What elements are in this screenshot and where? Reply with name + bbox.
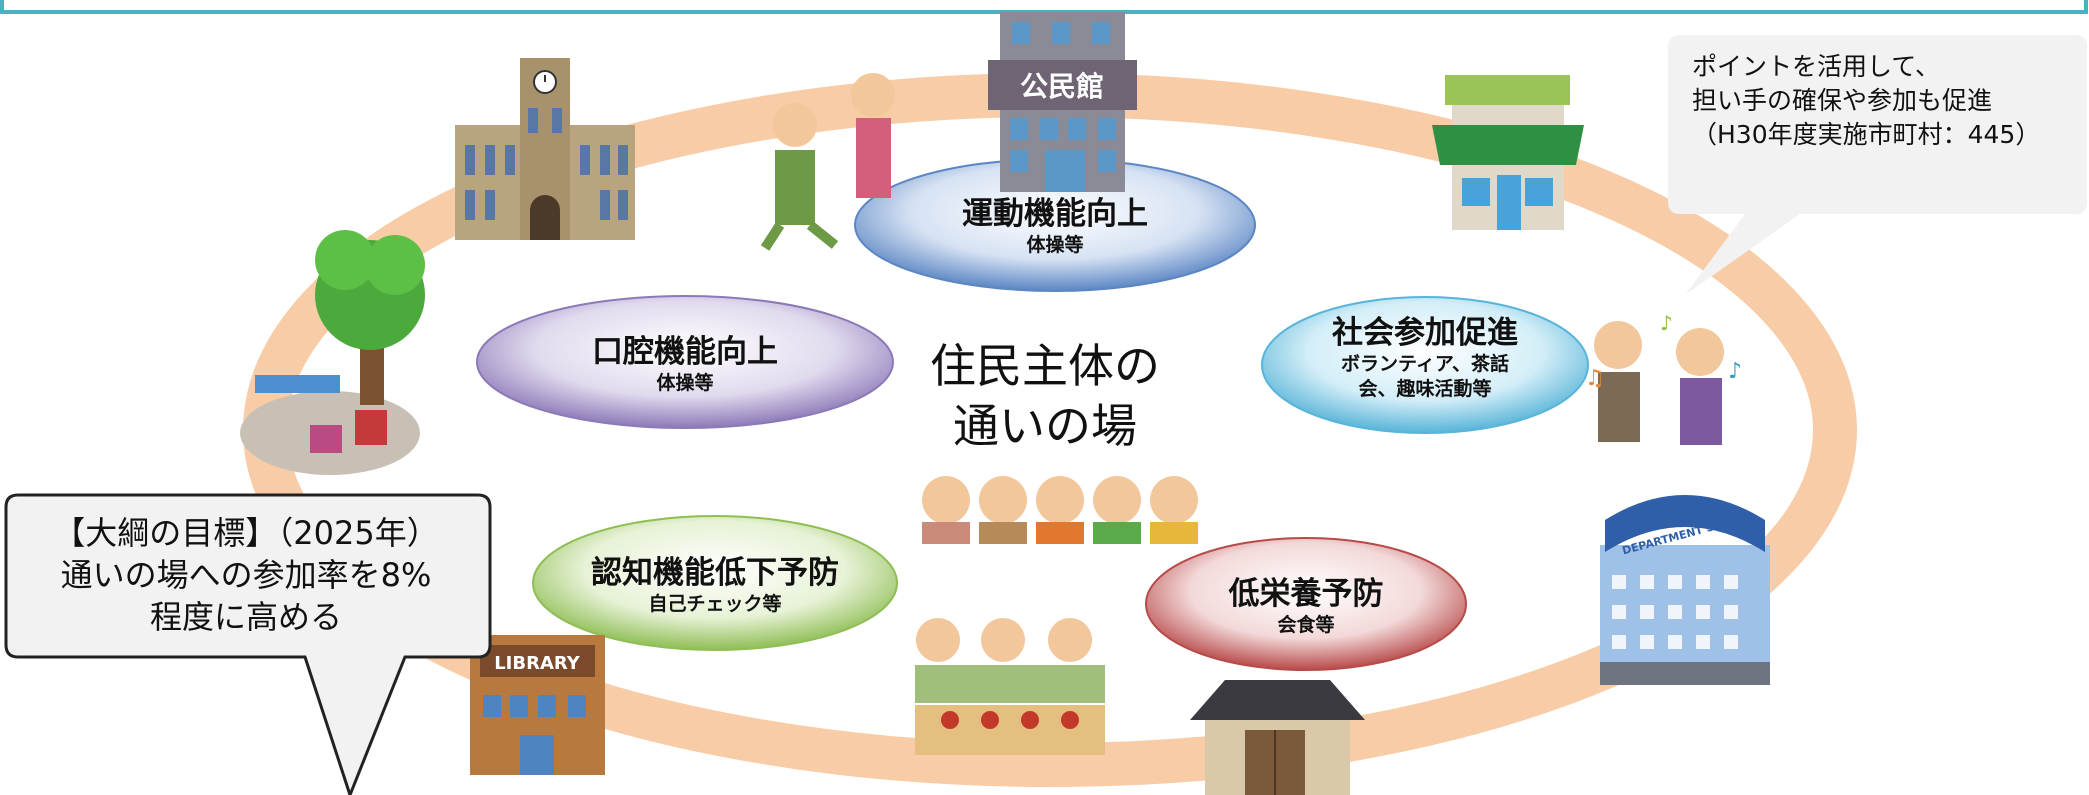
nutrition-title: 低栄養予防 <box>1228 576 1384 612</box>
oral-sub: 体操等 <box>656 372 714 394</box>
resident-faces <box>922 476 1198 544</box>
callout-right-line3: （H30年度実施市町村：445） <box>1692 120 2041 149</box>
callout-left-line2: 通いの場への参加率を8% <box>60 556 432 594</box>
exercise-label: 運動機能向上 体操等 <box>865 195 1245 258</box>
singing-seniors: ♫ ♪ ♪ <box>1585 311 1742 445</box>
exercise-sub: 体操等 <box>1026 234 1084 256</box>
svg-text:♪: ♪ <box>1660 311 1673 335</box>
social-sub-line1: ボランティア、茶話 <box>1341 353 1509 375</box>
shop-building <box>1432 75 1584 230</box>
cognitive-ellipse <box>532 515 898 651</box>
callout-left-bubble <box>4 493 492 795</box>
center-label: 住民主体の 通いの場 <box>900 336 1190 456</box>
callout-right-text: ポイントを活用して、 担い手の確保や参加も促進 （H30年度実施市町村：445） <box>1692 50 2082 152</box>
library-building <box>470 635 605 775</box>
dining-seniors <box>915 618 1105 755</box>
callout-right-bubble <box>1668 35 2087 295</box>
svg-text:♫: ♫ <box>1585 366 1605 391</box>
community-hall-building <box>988 12 1137 192</box>
social-label: 社会参加促進 ボランティア、茶話 会、趣味活動等 <box>1270 314 1580 402</box>
department-store-building <box>1600 495 1770 685</box>
center-line2: 通いの場 <box>953 399 1137 453</box>
nutrition-sub: 会食等 <box>1277 614 1335 636</box>
social-sub-line2: 会、趣味活動等 <box>1358 378 1492 400</box>
svg-text:♪: ♪ <box>1728 359 1742 384</box>
center-line1: 住民主体の <box>930 339 1160 393</box>
top-frame <box>0 0 2088 14</box>
callout-left-text: 【大綱の目標】（2025年） 通いの場への参加率を8% 程度に高める <box>4 512 488 638</box>
oral-title: 口腔機能向上 <box>592 334 778 370</box>
social-title: 社会参加促進 <box>1332 315 1518 351</box>
cognitive-sub: 自己チェック等 <box>648 593 782 615</box>
callout-right-line2: 担い手の確保や参加も促進 <box>1692 86 1993 115</box>
callout-right-line1: ポイントを活用して、 <box>1692 52 1941 81</box>
cognitive-title: 認知機能低下予防 <box>591 555 839 591</box>
callout-left-line1: 【大綱の目標】（2025年） <box>53 514 439 552</box>
exercise-title: 運動機能向上 <box>962 196 1148 232</box>
japanese-house <box>1190 680 1365 795</box>
nutrition-label: 低栄養予防 会食等 <box>1156 575 1456 638</box>
clock-tower-building <box>455 58 635 240</box>
callout-left-line3: 程度に高める <box>149 598 342 636</box>
exercising-seniors <box>760 73 895 251</box>
cognitive-label: 認知機能低下予防 自己チェック等 <box>525 554 905 617</box>
nutrition-ellipse <box>1145 537 1467 671</box>
social-ellipse <box>1261 296 1589 434</box>
community-hall-sign: 公民館 <box>1020 70 1104 103</box>
park-tree <box>240 230 425 475</box>
library-sign: LIBRARY <box>494 653 581 674</box>
oral-label: 口腔機能向上 体操等 <box>495 333 875 396</box>
oral-ellipse <box>476 295 894 429</box>
